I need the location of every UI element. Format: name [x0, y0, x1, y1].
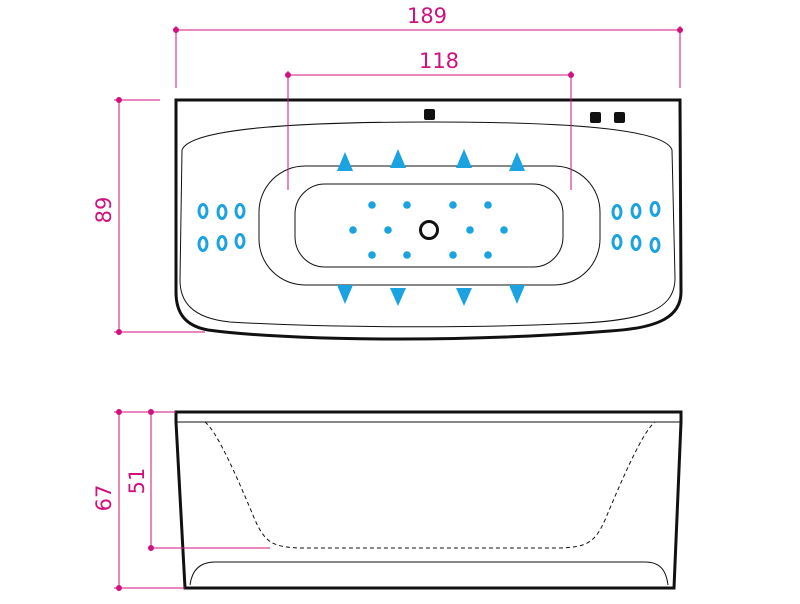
triangle-up-icon: [509, 152, 525, 171]
square-button-icon: [614, 112, 625, 123]
side-jets-right: [611, 201, 661, 253]
oval-ring-icon: [611, 234, 623, 250]
dot-icon: [368, 201, 376, 209]
oval-ring-icon: [216, 235, 228, 251]
triangle-down-icon: [456, 288, 472, 306]
dot-icon: [449, 201, 457, 209]
dimension-lines-side: [114, 409, 270, 591]
tub-outer-rim: [174, 98, 683, 341]
oval-ring-icon: [630, 203, 642, 219]
nozzles-top: [337, 149, 525, 171]
dimension-width: 89: [92, 197, 116, 224]
dot-icon: [403, 201, 411, 209]
side-view: [174, 410, 683, 590]
dot-icon: [484, 251, 492, 259]
triangle-down-icon: [337, 285, 353, 304]
triangle-down-icon: [509, 285, 525, 304]
dot-icon: [466, 226, 474, 234]
tub-basin: [258, 165, 601, 286]
square-button-icon: [590, 112, 601, 123]
tub-floor: [294, 183, 564, 268]
side-jets-left: [197, 203, 246, 252]
dimension-overall-length: 189: [407, 4, 447, 28]
drain-ring-icon: [419, 220, 439, 240]
floor-jets: [349, 201, 508, 259]
triangle-down-icon: [390, 288, 406, 306]
dot-icon: [449, 251, 457, 259]
dimension-depth-inner: 51: [125, 468, 149, 495]
square-button-icon: [424, 109, 435, 120]
nozzles-bottom: [337, 285, 525, 306]
dot-icon: [349, 226, 357, 234]
oval-ring-icon: [630, 235, 642, 251]
triangle-up-icon: [337, 152, 353, 171]
oval-ring-icon: [611, 204, 623, 220]
dot-icon: [384, 226, 392, 234]
triangle-up-icon: [390, 149, 406, 168]
dot-icon: [484, 201, 492, 209]
oval-ring-icon: [234, 203, 246, 219]
dot-icon: [500, 226, 508, 234]
dimension-height-total: 67: [92, 485, 116, 512]
dot-icon: [403, 251, 411, 259]
oval-ring-icon: [649, 201, 661, 217]
oval-ring-icon: [197, 236, 209, 252]
tub-inner-basin-dashed: [204, 421, 656, 549]
dot-icon: [368, 251, 376, 259]
oval-ring-icon: [197, 203, 209, 219]
oval-ring-icon: [216, 204, 228, 220]
tub-inner-lip: [179, 121, 676, 328]
oval-ring-icon: [649, 237, 661, 253]
dimension-inner-length: 118: [419, 49, 459, 73]
dimension-lines-top: [114, 26, 683, 335]
tub-base-panel: [189, 561, 669, 586]
oval-ring-icon: [234, 233, 246, 249]
top-view: [174, 98, 683, 341]
triangle-up-icon: [456, 149, 472, 168]
